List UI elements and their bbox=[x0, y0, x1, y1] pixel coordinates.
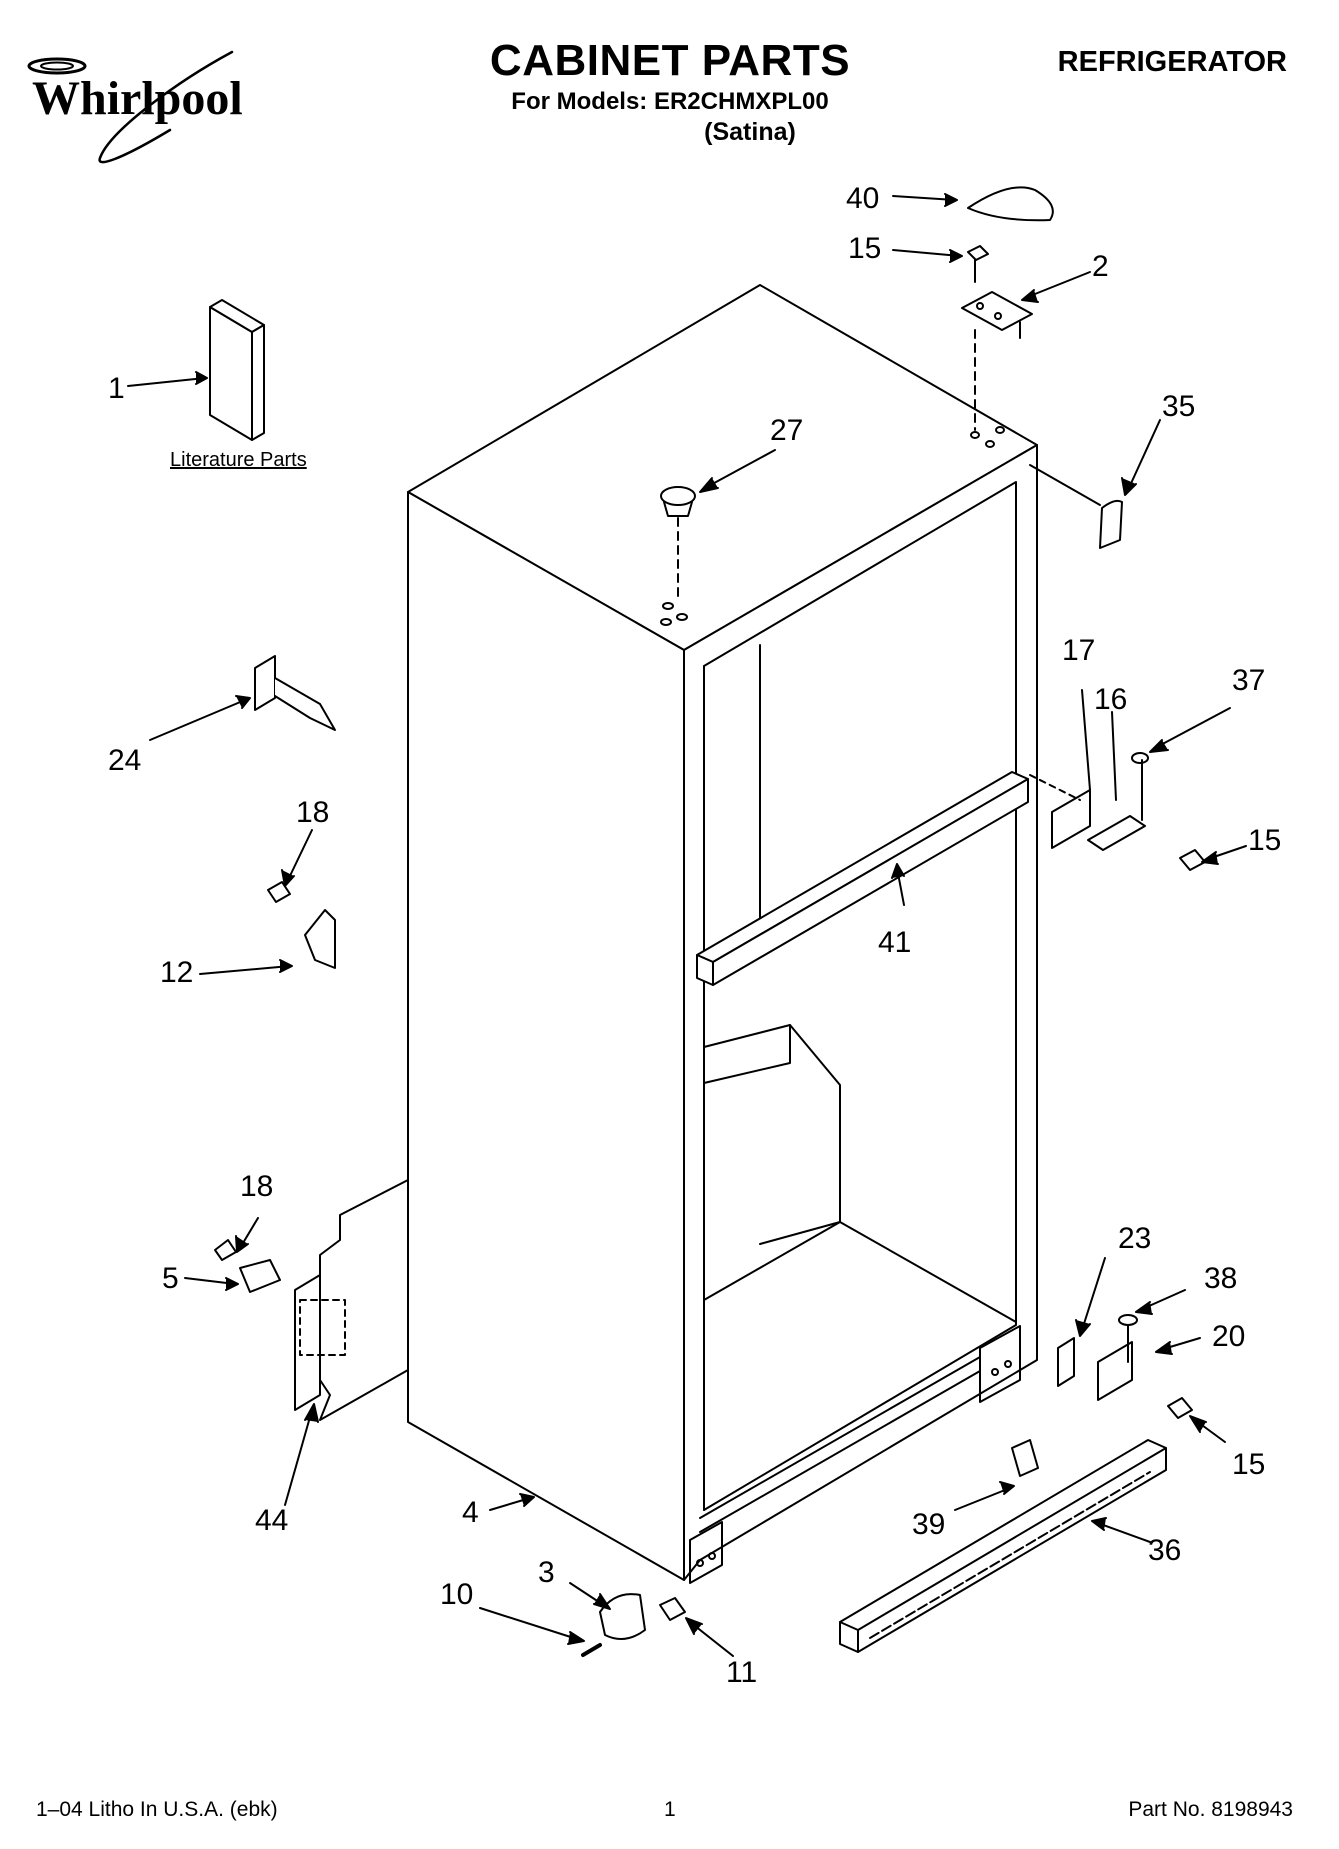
callout-numbers: 1 2 3 4 5 10 11 12 15 15 15 15 16 17 18 … bbox=[108, 182, 1281, 1689]
callout-3: 3 bbox=[538, 1556, 555, 1589]
whirlpool-logo: Whirlpool bbox=[27, 50, 243, 164]
anchor-24 bbox=[254, 655, 336, 731]
callout-24: 24 bbox=[108, 744, 141, 777]
callout-17: 17 bbox=[1062, 634, 1095, 667]
callout-12: 12 bbox=[160, 956, 193, 989]
callout-27: 27 bbox=[770, 414, 803, 447]
callout-18-lower: 18 bbox=[240, 1170, 273, 1203]
callout-37: 37 bbox=[1232, 664, 1265, 697]
callout-4: 4 bbox=[462, 1496, 479, 1529]
callout-15-top: 15 bbox=[848, 232, 881, 265]
base-grille-36 bbox=[839, 1439, 1167, 1653]
clip-12 bbox=[267, 881, 336, 969]
callout-2: 2 bbox=[1092, 250, 1109, 283]
brand-wordmark: Whirlpool bbox=[32, 72, 243, 125]
divider-rail bbox=[696, 771, 1029, 986]
callout-36: 36 bbox=[1148, 1534, 1181, 1567]
clip-39 bbox=[1011, 1439, 1039, 1477]
litho-note: 1–04 Litho In U.S.A. (ebk) bbox=[36, 1798, 278, 1821]
part-number: Part No. 8198943 bbox=[1128, 1798, 1293, 1821]
callout-35: 35 bbox=[1162, 390, 1195, 423]
callout-38: 38 bbox=[1204, 1262, 1237, 1295]
callout-18-upper: 18 bbox=[296, 796, 329, 829]
callout-16: 16 bbox=[1094, 683, 1127, 716]
middle-hinge-assembly bbox=[1029, 752, 1206, 871]
product-type: REFRIGERATOR bbox=[1057, 46, 1287, 78]
hinge-cover-40 bbox=[967, 186, 1054, 222]
cap-35 bbox=[1029, 464, 1123, 549]
bottom-hinge-assembly bbox=[1057, 1314, 1193, 1419]
page-title: CABINET PARTS bbox=[489, 36, 851, 85]
callout-15-middle: 15 bbox=[1248, 824, 1281, 857]
page-number: 1 bbox=[664, 1798, 676, 1821]
leader-arrows bbox=[127, 193, 1247, 1657]
callout-40: 40 bbox=[846, 182, 879, 215]
callout-5: 5 bbox=[162, 1262, 179, 1295]
literature-booklet bbox=[209, 299, 265, 441]
callout-44: 44 bbox=[255, 1504, 288, 1537]
literature-parts-label: Literature Parts bbox=[170, 449, 307, 471]
callout-10: 10 bbox=[440, 1578, 473, 1611]
plug-27 bbox=[660, 486, 696, 601]
models-line: For Models: ER2CHMXPL00 bbox=[511, 88, 829, 115]
cabinet-shell bbox=[407, 284, 1038, 1584]
callout-11: 11 bbox=[726, 1656, 757, 1689]
rear-panel-44 bbox=[214, 1179, 409, 1421]
top-hinge-assembly bbox=[961, 245, 1033, 431]
lower-fasteners bbox=[581, 1593, 686, 1657]
callout-15-bottom: 15 bbox=[1232, 1448, 1265, 1481]
callout-1: 1 bbox=[108, 372, 125, 405]
callout-41: 41 bbox=[878, 926, 911, 959]
callout-23: 23 bbox=[1118, 1222, 1151, 1255]
model-variant: (Satina) bbox=[704, 118, 796, 146]
callout-39: 39 bbox=[912, 1508, 945, 1541]
callout-20: 20 bbox=[1212, 1320, 1245, 1353]
